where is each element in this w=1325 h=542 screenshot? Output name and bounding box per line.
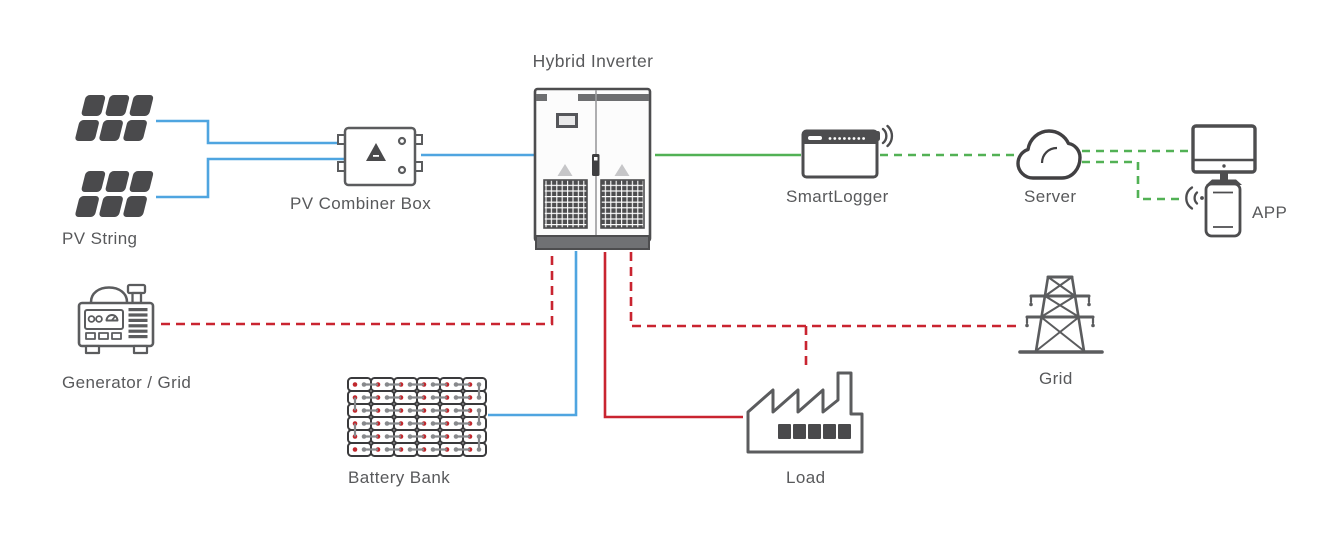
line-inverter-to-load <box>603 252 743 419</box>
generator-grid-label: Generator / Grid <box>62 373 192 392</box>
line-server-to-app <box>1082 160 1183 201</box>
solar-panels-icon <box>74 95 154 217</box>
battery-connectors <box>353 383 481 451</box>
pv-string-label: PV String <box>62 229 138 248</box>
load-label: Load <box>786 468 826 487</box>
pv-combiner-box-label: PV Combiner Box <box>290 194 432 213</box>
wireless-signal-icon <box>875 124 894 148</box>
line-pv2-to-combiner <box>156 157 345 199</box>
battery-bank-label: Battery Bank <box>348 468 451 487</box>
desktop-monitor-icon <box>1191 124 1257 185</box>
combiner-box-icon <box>337 126 423 187</box>
smartphone-icon <box>1185 182 1242 238</box>
smartlogger-icon <box>801 124 894 179</box>
battery-bank-icon <box>347 377 487 457</box>
generator-icon <box>77 283 155 355</box>
line-pv1-to-combiner <box>156 119 345 145</box>
phone-signal-icon <box>1185 186 1204 210</box>
comm-lines <box>655 149 1190 201</box>
cloud-icon <box>1016 129 1082 180</box>
hybrid-inverter-title: Hybrid Inverter <box>532 51 654 71</box>
smartlogger-label: SmartLogger <box>786 187 889 206</box>
factory-icon <box>746 371 864 454</box>
line-inverter-to-battery <box>488 251 578 417</box>
app-label: APP <box>1252 203 1288 222</box>
grid-label: Grid <box>1039 369 1073 388</box>
pv-lines <box>156 119 578 417</box>
line-generator-to-inverter <box>161 252 554 326</box>
server-label: Server <box>1024 187 1077 206</box>
inverter-cabinet-icon <box>533 87 652 250</box>
line-inverter-to-grid <box>629 252 1017 328</box>
power-lines <box>161 252 1017 419</box>
transmission-tower-icon <box>1018 275 1104 354</box>
